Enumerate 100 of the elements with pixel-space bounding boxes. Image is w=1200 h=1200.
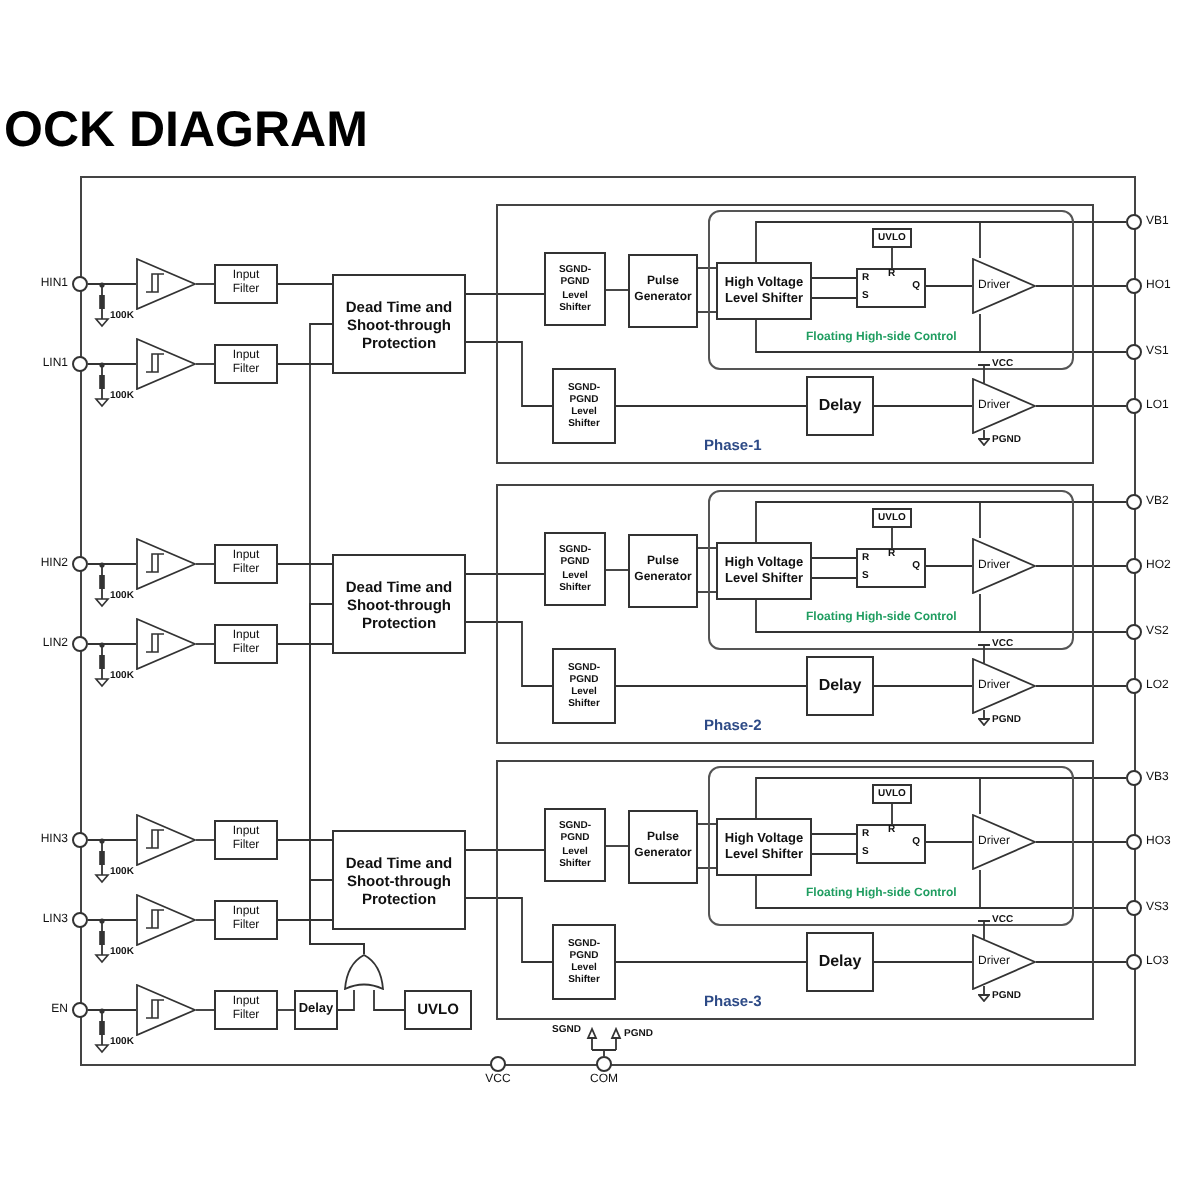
wire xyxy=(373,989,405,1011)
process-box xyxy=(806,376,874,436)
wire xyxy=(195,919,215,921)
schmitt-buffer-symbol xyxy=(136,258,196,310)
wire xyxy=(277,563,333,565)
wire xyxy=(697,867,717,869)
process-box xyxy=(806,932,874,992)
wire xyxy=(697,591,717,593)
wire xyxy=(87,643,137,645)
wire xyxy=(811,277,857,279)
wire xyxy=(277,1009,295,1011)
process-box xyxy=(404,990,472,1030)
wire xyxy=(465,897,553,963)
process-box xyxy=(806,656,874,716)
wire xyxy=(891,247,893,269)
process-box xyxy=(716,262,812,320)
wire xyxy=(195,283,215,285)
schmitt-buffer-symbol xyxy=(136,618,196,670)
wire xyxy=(811,833,857,835)
process-box xyxy=(872,228,912,248)
wire xyxy=(979,221,1127,259)
process-box xyxy=(628,254,698,328)
block-label: Delay xyxy=(818,394,862,418)
wire xyxy=(87,839,137,841)
wire xyxy=(87,283,137,285)
wire xyxy=(891,527,893,549)
wire xyxy=(873,405,973,407)
process-box xyxy=(716,818,812,876)
process-box xyxy=(214,264,278,304)
process-box xyxy=(214,990,278,1030)
wire xyxy=(1035,685,1127,687)
wire xyxy=(195,1009,215,1011)
control-group xyxy=(708,766,1074,926)
process-box xyxy=(552,648,616,724)
wire xyxy=(615,405,807,407)
wire xyxy=(979,869,1127,909)
wire xyxy=(891,803,893,825)
latch-block xyxy=(856,548,926,588)
wire xyxy=(1035,961,1127,963)
wire xyxy=(605,845,629,847)
schmitt-buffer-symbol xyxy=(136,894,196,946)
wire xyxy=(195,363,215,365)
process-box xyxy=(214,544,278,584)
wire xyxy=(277,283,333,285)
process-box xyxy=(332,830,466,930)
control-group xyxy=(708,490,1074,650)
diagram-title: OCK DIAGRAM xyxy=(4,106,368,156)
wire xyxy=(87,1009,137,1011)
process-box xyxy=(872,508,912,528)
process-box xyxy=(294,990,338,1030)
wire xyxy=(925,565,973,567)
wire xyxy=(697,311,717,313)
schmitt-buffer-symbol xyxy=(136,814,196,866)
wire xyxy=(195,563,215,565)
schmitt-buffer-symbol xyxy=(136,538,196,590)
control-group xyxy=(708,210,1074,370)
wire xyxy=(1035,841,1127,843)
process-box xyxy=(552,924,616,1000)
wire xyxy=(87,363,137,365)
wire xyxy=(87,563,137,565)
wire xyxy=(465,621,553,687)
wire xyxy=(309,879,365,955)
wire xyxy=(277,919,333,921)
process-box xyxy=(552,368,616,444)
phase-group xyxy=(496,760,1094,1020)
wire xyxy=(1035,565,1127,567)
phase-group xyxy=(496,204,1094,464)
block-label: Delay xyxy=(818,674,862,698)
wire xyxy=(605,569,629,571)
wire xyxy=(337,989,355,1011)
wire xyxy=(873,961,973,963)
wire xyxy=(873,685,973,687)
wire xyxy=(925,285,973,287)
schmitt-buffer-symbol xyxy=(136,984,196,1036)
wire xyxy=(697,547,717,549)
wire xyxy=(925,841,973,843)
process-box xyxy=(544,808,606,882)
process-box xyxy=(872,784,912,804)
wire xyxy=(811,577,857,579)
wire xyxy=(811,557,857,559)
wire xyxy=(979,313,1127,353)
wire xyxy=(465,573,545,575)
process-box xyxy=(214,900,278,940)
process-box xyxy=(332,554,466,654)
process-box xyxy=(544,252,606,326)
process-box xyxy=(544,532,606,606)
phase-group xyxy=(496,484,1094,744)
process-box xyxy=(214,344,278,384)
wire xyxy=(277,839,333,841)
block-label: Delay xyxy=(818,950,862,974)
wire xyxy=(979,777,1127,815)
wire xyxy=(697,823,717,825)
process-box xyxy=(332,274,466,374)
wire xyxy=(87,919,137,921)
wire xyxy=(811,853,857,855)
wire xyxy=(465,293,545,295)
wire xyxy=(811,297,857,299)
process-box xyxy=(214,624,278,664)
wire xyxy=(195,643,215,645)
wire xyxy=(697,267,717,269)
